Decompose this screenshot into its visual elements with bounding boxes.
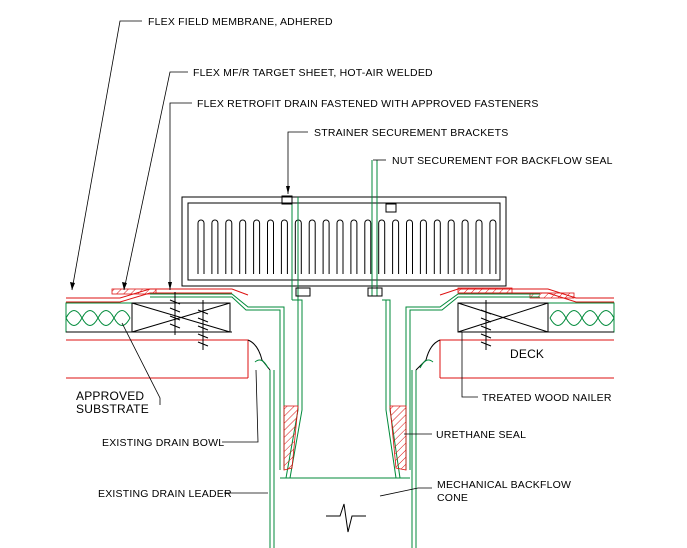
- strainer-slot: [489, 219, 497, 274]
- strainer-slot: [475, 219, 483, 274]
- strainer-slot: [322, 219, 330, 274]
- strainer-slot: [461, 219, 469, 274]
- wood-nailer-left: [131, 302, 231, 333]
- strainer-brackets: [281, 195, 397, 297]
- strainer-slot: [447, 219, 455, 274]
- label-backflow-cone-2: CONE: [437, 492, 468, 504]
- strainer-slot: [364, 219, 372, 274]
- strainer-slot: [350, 219, 358, 274]
- label-retrofit-drain: FLEX RETROFIT DRAIN FASTENED WITH APPROV…: [197, 98, 539, 110]
- urethane-seal: [283, 405, 407, 471]
- substrate-lines: [66, 331, 614, 379]
- insulation-left: [65, 302, 133, 333]
- strainer-slot: [267, 219, 274, 274]
- strainer-dome: [181, 160, 507, 300]
- strainer-slot: [225, 219, 233, 274]
- label-treated-wood-nailer: TREATED WOOD NAILER: [482, 392, 612, 404]
- strainer-slot: [378, 219, 386, 274]
- strainer-slot: [211, 219, 219, 274]
- retrofit-drain-flange: [150, 293, 540, 470]
- callout-labels: FLEX FIELD MEMBRANE, ADHERED FLEX MF/R T…: [76, 16, 613, 504]
- label-approved-substrate-1: APPROVED: [76, 389, 144, 403]
- label-approved-substrate-2: SUBSTRATE: [76, 402, 149, 416]
- strainer-slot: [392, 219, 400, 274]
- target-sheet: [111, 287, 575, 299]
- backflow-cone: [280, 299, 410, 479]
- leader-lines: [70, 20, 478, 497]
- fasteners: [169, 292, 492, 350]
- label-deck: DECK: [510, 347, 544, 361]
- strainer-slot: [308, 219, 316, 274]
- label-field-membrane: FLEX FIELD MEMBRANE, ADHERED: [148, 16, 333, 28]
- label-nut-securement: NUT SECUREMENT FOR BACKFLOW SEAL: [392, 155, 613, 167]
- strainer-slot: [336, 219, 344, 274]
- label-existing-drain-leader: EXISTING DRAIN LEADER: [98, 488, 232, 500]
- label-backflow-cone-1: MECHANICAL BACKFLOW: [437, 479, 571, 491]
- strainer-slot: [419, 219, 427, 274]
- strainer-slot: [433, 219, 441, 274]
- strainer-slot: [239, 219, 247, 274]
- wood-nailer-right: [457, 302, 549, 333]
- label-existing-drain-bowl: EXISTING DRAIN BOWL: [102, 437, 224, 449]
- strainer-slot: [253, 219, 261, 274]
- strainer-slot: [406, 219, 413, 274]
- strainer-slot: [197, 219, 205, 274]
- label-target-sheet: FLEX MF/R TARGET SHEET, HOT-AIR WELDED: [193, 67, 433, 79]
- drain-leader: [269, 370, 417, 548]
- insulation-right: [547, 302, 615, 333]
- existing-drain-bowl: [247, 339, 441, 371]
- strainer-slot: [280, 219, 288, 274]
- label-urethane-seal: URETHANE SEAL: [436, 429, 526, 441]
- label-strainer-brackets: STRAINER SECUREMENT BRACKETS: [314, 127, 508, 139]
- break-line: [326, 503, 366, 533]
